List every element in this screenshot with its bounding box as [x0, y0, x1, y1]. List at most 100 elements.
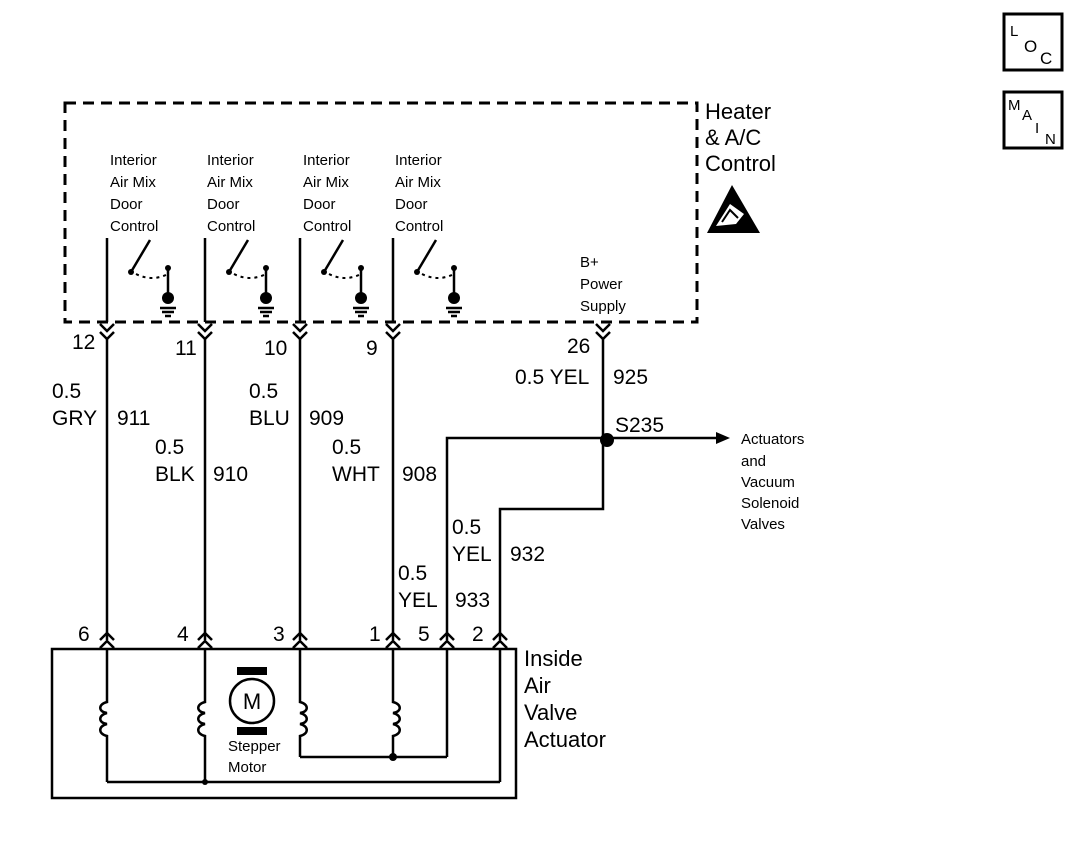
svg-text:Valves: Valves — [741, 516, 785, 533]
switch-label-3: Interior Air Mix Door Control — [303, 152, 351, 235]
svg-text:M: M — [1008, 97, 1021, 114]
wire-911-label: 0.5 GRY 911 — [52, 380, 150, 430]
switch-label-1: Interior Air Mix Door Control — [110, 152, 158, 235]
splice-s235-node — [600, 433, 614, 447]
svg-text:Interior: Interior — [110, 152, 157, 169]
svg-text:Door: Door — [110, 196, 143, 213]
svg-text:Power: Power — [580, 276, 623, 293]
svg-text:Control: Control — [303, 218, 351, 235]
svg-text:909: 909 — [309, 407, 344, 430]
wire-932-label: 0.5 YEL 932 — [452, 516, 545, 566]
wire-933-label: 0.5 YEL 933 — [398, 562, 490, 612]
svg-text:BLK: BLK — [155, 463, 195, 486]
esd-warning-icon — [707, 185, 760, 233]
wire-925-label: 0.5 YEL 925 — [515, 366, 648, 389]
svg-text:O: O — [1024, 37, 1037, 56]
svg-text:Air Mix: Air Mix — [110, 174, 156, 191]
bottom-pin-4: 4 — [177, 623, 189, 646]
svg-text:908: 908 — [402, 463, 437, 486]
top-pin-10: 10 — [264, 337, 287, 360]
svg-text:L: L — [1010, 23, 1018, 40]
svg-text:Actuator: Actuator — [524, 727, 606, 752]
svg-text:0.5: 0.5 — [249, 380, 278, 403]
top-pin-9: 9 — [366, 337, 378, 360]
svg-text:Inside: Inside — [524, 646, 583, 671]
top-pin-12: 12 — [72, 331, 95, 354]
module-title-line-3: Control — [705, 151, 776, 176]
svg-text:Stepper: Stepper — [228, 738, 281, 755]
svg-text:Motor: Motor — [228, 759, 266, 776]
svg-text:0.5 YEL: 0.5 YEL — [515, 366, 589, 389]
svg-text:I: I — [1035, 120, 1039, 137]
bottom-pin-6: 6 — [78, 623, 90, 646]
svg-text:0.5: 0.5 — [452, 516, 481, 539]
svg-text:Door: Door — [395, 196, 428, 213]
svg-text:BLU: BLU — [249, 407, 290, 430]
svg-text:Vacuum: Vacuum — [741, 474, 795, 491]
inside-air-valve-actuator: Inside Air Valve Actuator — [50, 646, 606, 800]
top-pin-11: 11 — [175, 337, 197, 360]
svg-text:Door: Door — [303, 196, 336, 213]
actuator-internal-wiring — [99, 648, 502, 785]
destination-label: Actuators and Vacuum Solenoid Valves — [741, 431, 804, 533]
svg-text:Interior: Interior — [303, 152, 350, 169]
splice-label: S235 — [615, 414, 664, 437]
svg-text:Interior: Interior — [207, 152, 254, 169]
wire-908-label: 0.5 WHT 908 — [332, 436, 437, 486]
svg-text:Air Mix: Air Mix — [207, 174, 253, 191]
motor-icon — [228, 677, 276, 725]
wire-910-label: 0.5 BLK 910 — [155, 436, 248, 486]
bottom-pin-5: 5 — [418, 623, 430, 646]
svg-text:911: 911 — [117, 407, 150, 430]
stepper-motor: M Stepper Motor — [228, 667, 281, 776]
svg-text:Air: Air — [524, 673, 551, 698]
svg-text:Control: Control — [207, 218, 255, 235]
bottom-pin-2: 2 — [472, 623, 484, 646]
svg-text:Air Mix: Air Mix — [303, 174, 349, 191]
svg-text:Interior: Interior — [395, 152, 442, 169]
door-control-switch-4 — [391, 238, 462, 322]
svg-text:Solenoid: Solenoid — [741, 495, 799, 512]
svg-text:0.5: 0.5 — [332, 436, 361, 459]
svg-text:Supply: Supply — [580, 298, 626, 315]
wire-909-label: 0.5 BLU 909 — [249, 380, 344, 430]
bottom-connector-terminals — [99, 631, 508, 649]
svg-text:0.5: 0.5 — [52, 380, 81, 403]
svg-text:A: A — [1022, 107, 1032, 124]
svg-text:B+: B+ — [580, 254, 599, 271]
svg-text:910: 910 — [213, 463, 248, 486]
loc-badge[interactable]: L O C — [1002, 12, 1064, 72]
svg-text:Door: Door — [207, 196, 240, 213]
svg-text:0.5: 0.5 — [155, 436, 184, 459]
svg-text:925: 925 — [613, 366, 648, 389]
door-control-switch-3 — [298, 238, 369, 322]
bottom-pin-1: 1 — [369, 623, 381, 646]
svg-text:Control: Control — [110, 218, 158, 235]
switch-label-2: Interior Air Mix Door Control — [207, 152, 255, 235]
svg-text:Actuators: Actuators — [741, 431, 804, 448]
svg-text:WHT: WHT — [332, 463, 380, 486]
svg-text:YEL: YEL — [398, 589, 438, 612]
wire-runs — [105, 339, 730, 640]
top-pin-26: 26 — [567, 335, 590, 358]
svg-text:N: N — [1045, 131, 1056, 148]
svg-text:Valve: Valve — [524, 700, 577, 725]
svg-text:C: C — [1040, 49, 1052, 68]
svg-text:GRY: GRY — [52, 407, 97, 430]
svg-text:933: 933 — [455, 589, 490, 612]
svg-text:Air Mix: Air Mix — [395, 174, 441, 191]
heater-ac-control-module: Heater & A/C Control — [63, 99, 776, 324]
power-supply-label: B+ Power Supply — [580, 254, 626, 315]
module-title-line-1: Heater — [705, 99, 771, 124]
svg-text:0.5: 0.5 — [398, 562, 427, 585]
svg-text:YEL: YEL — [452, 543, 492, 566]
door-control-switch-1 — [105, 238, 176, 322]
svg-text:Control: Control — [395, 218, 443, 235]
door-control-switch-2 — [203, 238, 274, 322]
svg-text:M: M — [243, 689, 261, 714]
module-title-line-2: & A/C — [705, 125, 761, 150]
bottom-pin-3: 3 — [273, 623, 285, 646]
svg-text:and: and — [741, 453, 766, 470]
main-badge[interactable]: M A I N — [1002, 90, 1064, 150]
